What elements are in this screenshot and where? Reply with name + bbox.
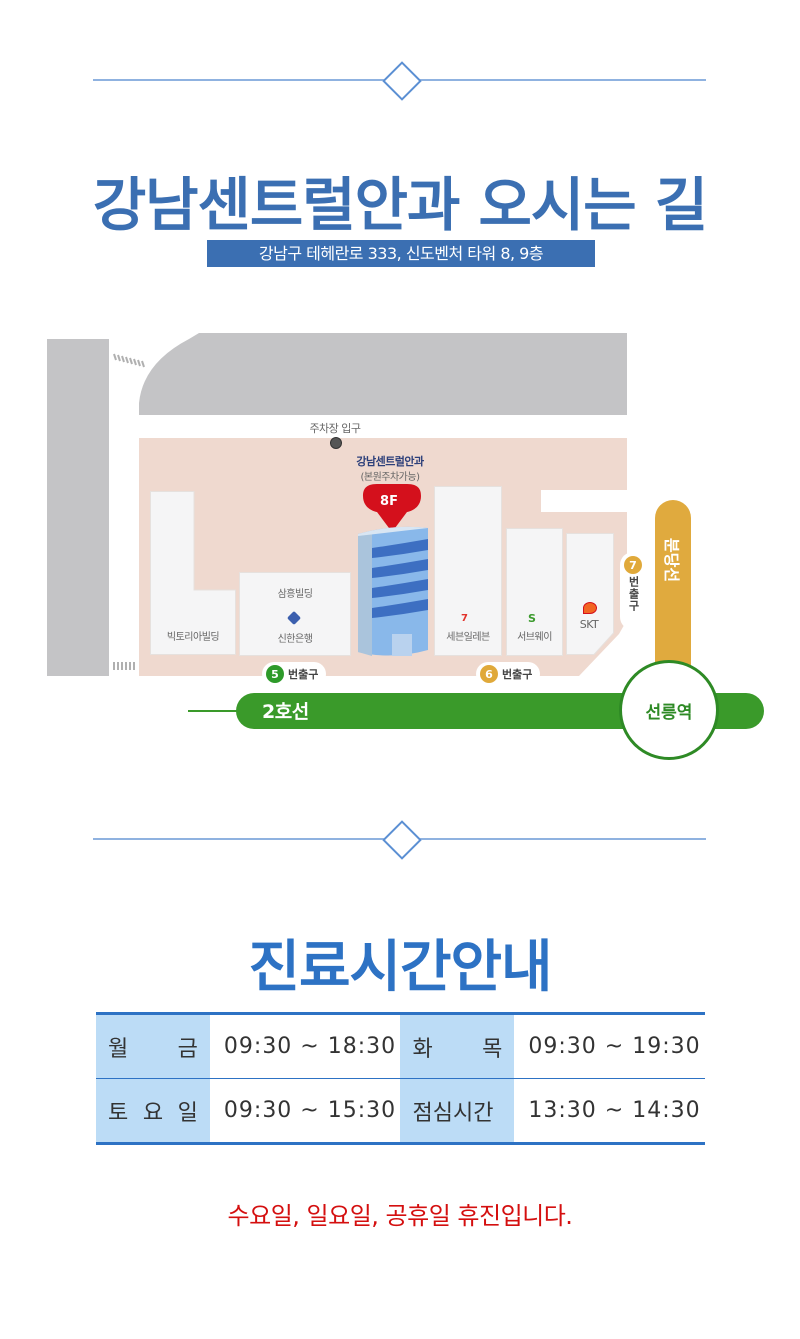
building-seven-eleven-label: 세븐일레븐: [446, 632, 490, 643]
clinic-building: [358, 484, 428, 656]
crosswalk-icon: [113, 662, 135, 670]
building-skt: [566, 533, 614, 655]
time-cell: 09:30 ~ 15:30: [223, 1098, 397, 1123]
exit-6: 6 번출구: [476, 662, 541, 686]
day-cell: 월 금: [96, 1013, 210, 1079]
exit-5-label: 번출구: [288, 668, 319, 681]
bundang-line-label: 분당선: [662, 537, 682, 583]
exit-7-label: 번출구: [627, 576, 640, 612]
exit-7: 7 번출구: [620, 552, 646, 630]
skt-logo-icon: [583, 602, 597, 614]
crosswalk-icon: [113, 353, 145, 368]
building-samhung-label: 삼흥빌딩: [277, 589, 313, 600]
time-cell: 13:30 ~ 14:30: [528, 1098, 701, 1123]
building-subway: [506, 528, 563, 656]
diamond-icon: [382, 61, 422, 101]
exit-6-label: 번출구: [502, 668, 533, 681]
exit-6-number: 6: [480, 665, 498, 683]
clinic-name-label: 강남센트럴안과: [356, 455, 424, 468]
parking-entrance-icon: [330, 437, 342, 449]
building-subway-label: 서브웨이: [517, 632, 552, 643]
building-skt-label: SKT: [579, 618, 599, 631]
diamond-icon: [382, 820, 422, 860]
road-top: [139, 333, 627, 415]
hours-title: 진료시간안내: [248, 935, 552, 1000]
station-seolleung: 선릉역: [619, 660, 719, 760]
day-cell: 토 요 일: [96, 1078, 210, 1144]
building-victoria-label: 빅토리아빌딩: [166, 632, 220, 643]
time-cell: 09:30 ~ 18:30: [209, 1013, 401, 1079]
subway-logo-icon: S: [528, 612, 536, 625]
closed-days-notice: 수요일, 일요일, 공휴일 휴진입니다.: [227, 1202, 573, 1230]
table-row: 월 금 09:30 ~ 18:30 화 목 09:30 ~ 19:30: [96, 1013, 705, 1079]
seven-eleven-logo-icon: 7: [461, 613, 468, 624]
exit-7-number: 7: [624, 556, 642, 574]
building-victoria: [150, 491, 236, 655]
exit-5: 5 번출구: [262, 662, 327, 686]
hours-table: 월 금 09:30 ~ 18:30 화 목 09:30 ~ 19:30 토 요 …: [96, 1012, 705, 1145]
directions-title: 강남센트럴안과 오시는 길: [92, 171, 708, 239]
exit-5-number: 5: [266, 665, 284, 683]
clinic-parking-note: (본원주차가능): [360, 472, 420, 483]
line2-label: 2호선: [262, 701, 309, 723]
day-cell: 화 목: [400, 1013, 515, 1079]
road-left: [47, 339, 109, 676]
floor-pin-label: 8F: [380, 494, 398, 509]
table-row: 토 요 일 09:30 ~ 15:30 점심시간 13:30 ~ 14:30: [96, 1078, 705, 1144]
address-badge: 강남구 테헤란로 333, 신도벤처 타워 8, 9층: [207, 240, 595, 267]
day-cell: 점심시간: [400, 1078, 515, 1144]
building-shinhan-label: 신한은행: [277, 634, 313, 645]
time-cell: 09:30 ~ 19:30: [514, 1013, 705, 1079]
bundang-line: [655, 500, 691, 670]
parking-entrance-label: 주차장 입구: [309, 422, 361, 435]
bundang-line-label-wrap: 분당선: [655, 530, 691, 590]
line2-tail: [188, 710, 240, 712]
building-seven-eleven: [434, 486, 502, 656]
